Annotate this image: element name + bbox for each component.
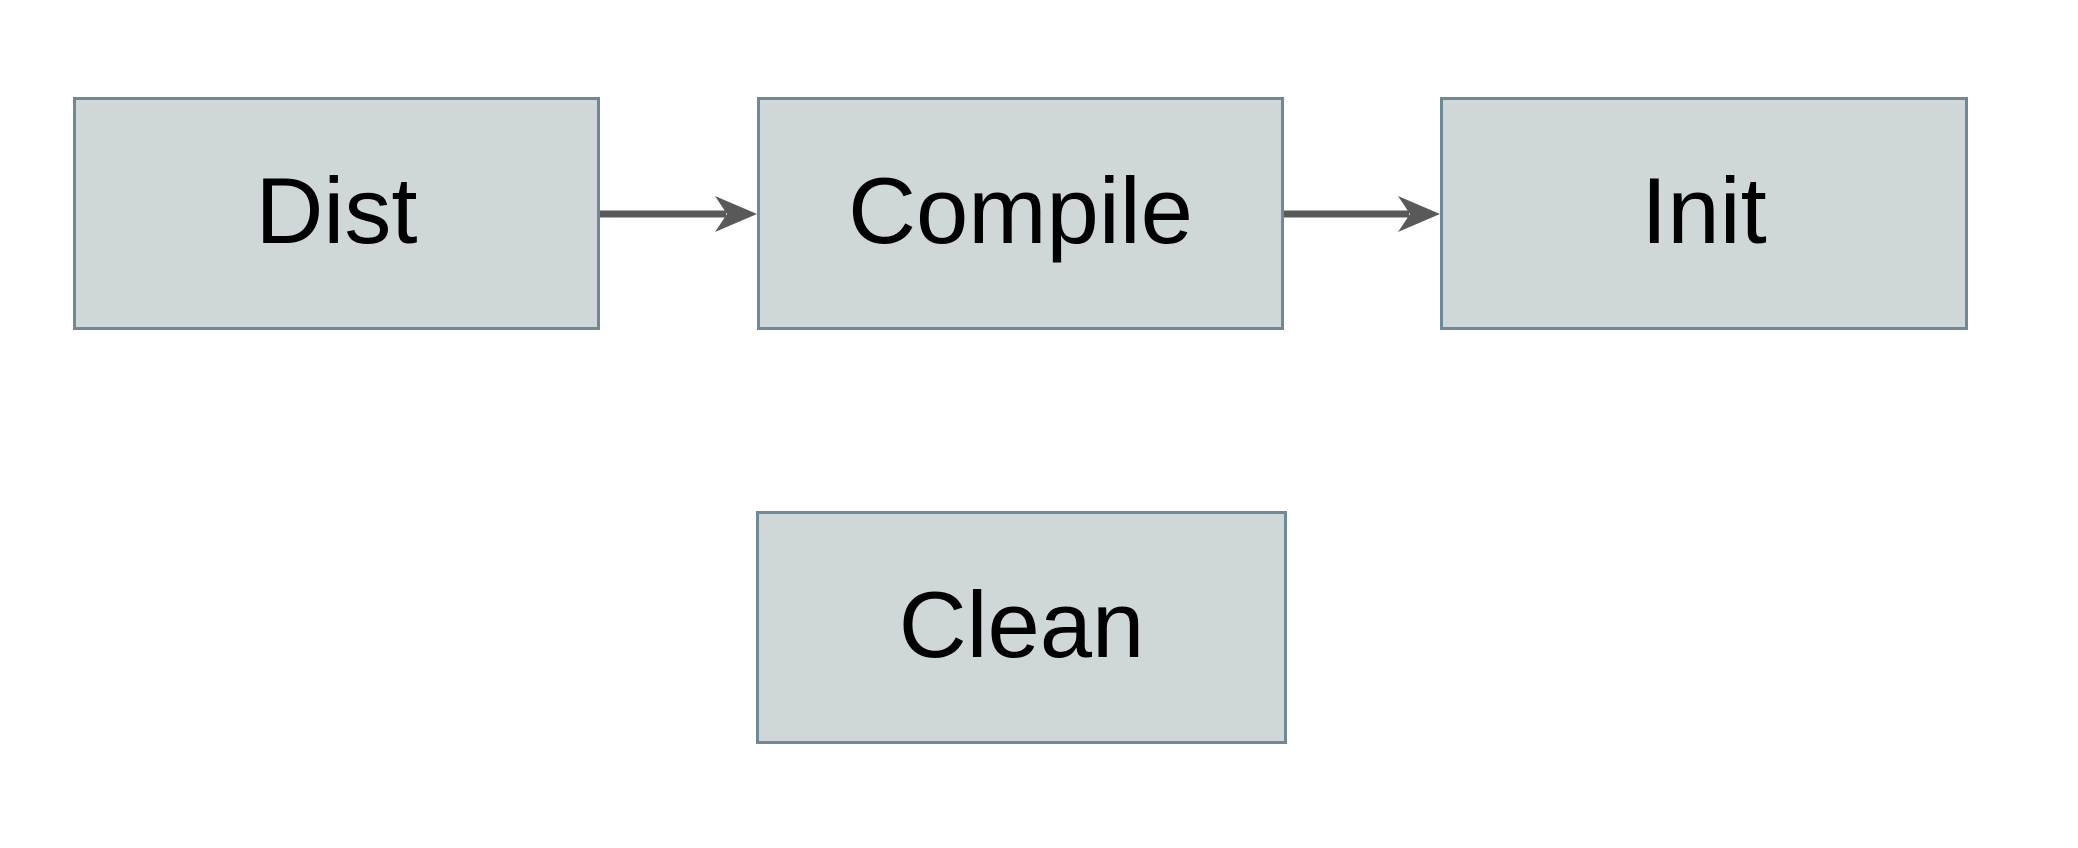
node-dist: Dist <box>73 97 600 330</box>
node-compile-label: Compile <box>848 157 1193 263</box>
node-clean: Clean <box>756 511 1287 744</box>
node-dist-label: Dist <box>255 157 418 263</box>
node-init-label: Init <box>1641 157 1767 263</box>
node-init: Init <box>1440 97 1968 330</box>
arrowhead-icon <box>1398 196 1440 232</box>
node-clean-label: Clean <box>898 571 1145 677</box>
arrow-compile-to-init <box>1284 196 1440 232</box>
node-compile: Compile <box>757 97 1284 330</box>
arrow-dist-to-compile <box>600 196 757 232</box>
arrowhead-icon <box>715 196 757 232</box>
